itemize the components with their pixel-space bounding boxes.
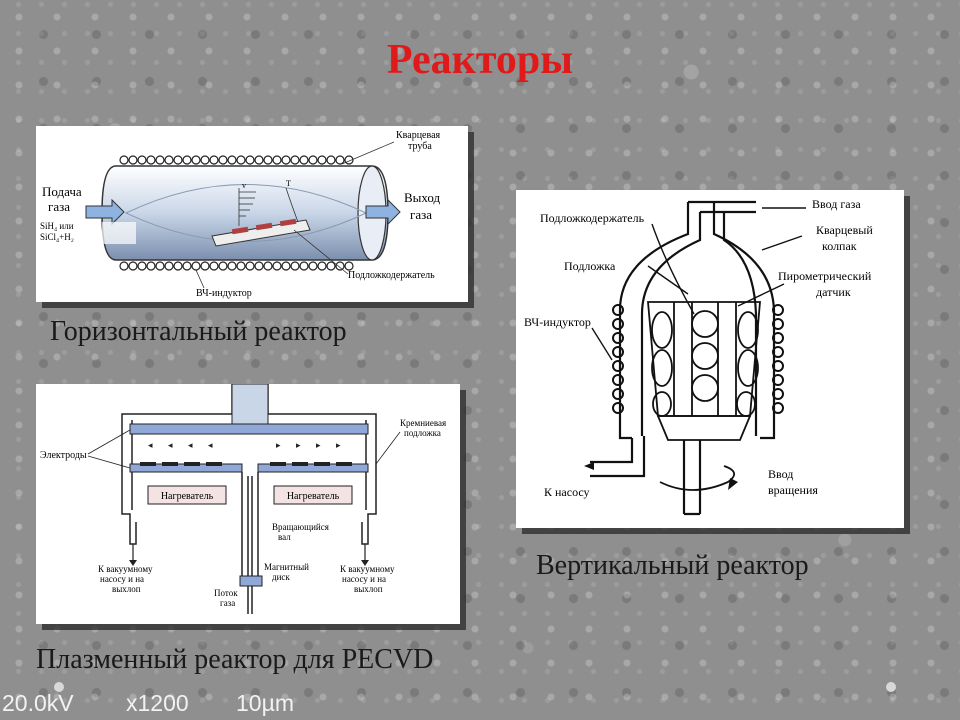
vacuum-pump-right-label-1: К вакуумному bbox=[340, 564, 395, 574]
electrodes-label: Электроды bbox=[40, 450, 87, 461]
magnetic-disk-label-2: диск bbox=[272, 572, 290, 582]
svg-text:◂: ◂ bbox=[168, 440, 173, 450]
vertical-reactor-panel: Ввод газа Подложкодержатель Кварцевый ко… bbox=[516, 190, 904, 528]
plasma-reactor-panel: ◂ ◂ ◂ ◂ ▸ ▸ ▸ ▸ Нагреватель Нагреватель Кремни… bbox=[36, 383, 460, 624]
substrate-holder-label: Подложкодержатель bbox=[348, 270, 435, 281]
vacuum-pump-left-label-2: насосу и на bbox=[100, 574, 144, 584]
svg-text:▸: ▸ bbox=[316, 440, 321, 450]
substrate-holder-label: Подложкодержатель bbox=[540, 211, 645, 225]
rotation-arrowhead bbox=[728, 478, 738, 490]
quartz-tube-label-2: труба bbox=[408, 141, 432, 152]
gas-inlet-label-1: Подача bbox=[42, 184, 82, 199]
heater-right bbox=[273, 485, 353, 505]
rf-coil-left bbox=[612, 304, 624, 414]
gas-flow-label-2: газа bbox=[220, 598, 235, 608]
svg-text:◂: ◂ bbox=[188, 440, 193, 450]
rotation-input-label-1: Ввод bbox=[768, 467, 793, 481]
velocity-label: v bbox=[242, 181, 246, 190]
pump-arrow-right bbox=[361, 560, 369, 566]
slide-title: Реакторы bbox=[386, 37, 574, 83]
vacuum-pump-left-label-3: выхлоп bbox=[112, 584, 141, 594]
svg-text:▸: ▸ bbox=[336, 440, 341, 450]
quartz-cap-label-2: колпак bbox=[822, 239, 857, 253]
susceptor bbox=[647, 301, 761, 441]
svg-text:◂: ◂ bbox=[208, 440, 213, 450]
vacuum-pump-right-label-3: выхлоп bbox=[354, 584, 383, 594]
velocity-profile bbox=[238, 187, 299, 226]
substrates bbox=[140, 462, 352, 466]
magnetic-disk bbox=[239, 575, 263, 587]
silicon-substrate-label-2: подложка bbox=[404, 428, 441, 438]
gas-mix-label-1: SiH₄ или bbox=[40, 221, 74, 231]
caption-horizontal: Горизонтальный реактор bbox=[50, 316, 347, 347]
rf-inductor-leader bbox=[195, 269, 205, 289]
electrodes-leader-2 bbox=[87, 455, 131, 469]
rotating-shaft bbox=[241, 472, 259, 614]
rf-coil-right bbox=[772, 304, 784, 414]
coil-bottom bbox=[119, 261, 354, 271]
pyrometric-sensor-label-1: Пирометрический bbox=[778, 269, 872, 283]
heater-left bbox=[147, 485, 227, 505]
caption-vertical: Вертикальный реактор bbox=[536, 550, 809, 581]
pump-arrows bbox=[132, 544, 366, 560]
flow-arrows: ◂ ◂ ◂ ◂ ▸ ▸ ▸ ▸ bbox=[148, 440, 341, 450]
gas-inlet-label-2: газа bbox=[48, 199, 70, 214]
bottom-electrode-right bbox=[257, 463, 369, 473]
svg-text:▸: ▸ bbox=[296, 440, 301, 450]
sem-dot-right bbox=[886, 682, 896, 692]
coil-top bbox=[119, 155, 354, 165]
svg-text:◂: ◂ bbox=[148, 440, 153, 450]
silicon-substrate-leader bbox=[375, 431, 401, 465]
gas-outlet-label-1: Выход bbox=[404, 190, 441, 205]
horizontal-reactor-diagram: v T Подача газа SiH₄ или SiCl₄+H₂ Выход … bbox=[40, 130, 441, 299]
gas-inlet-arrow bbox=[85, 198, 125, 226]
reactor-body bbox=[590, 200, 776, 516]
pump-arrow-left bbox=[129, 560, 137, 566]
electrodes-leader-1 bbox=[87, 429, 131, 455]
vacuum-pump-left-label-1: К вакуумному bbox=[98, 564, 153, 574]
substrate-holder bbox=[211, 218, 311, 247]
quartz-tube-leader bbox=[341, 141, 395, 165]
horizontal-reactor-panel: v T Подача газа SiH₄ или SiCl₄+H₂ Выход … bbox=[36, 126, 468, 302]
gas-outlet-arrow bbox=[365, 198, 401, 226]
sem-scale: 10µm bbox=[236, 690, 294, 716]
magnetic-disk-label-1: Магнитный bbox=[264, 562, 309, 572]
rotation-arrow bbox=[659, 465, 735, 491]
gas-mix-label-2: SiCl₄+H₂ bbox=[40, 232, 74, 242]
quartz-tube-label-1: Кварцевая bbox=[396, 130, 441, 141]
sem-info-bar: 20.0kV x1200 10µm bbox=[0, 686, 960, 720]
rotation-input-label-2: вращения bbox=[768, 483, 818, 497]
sem-dot-left bbox=[54, 682, 64, 692]
rf-inductor-label: ВЧ-индуктор bbox=[196, 288, 252, 299]
inlet-cap bbox=[102, 222, 136, 244]
sem-voltage: 20.0kV bbox=[2, 690, 74, 716]
substrate-label: Подложка bbox=[564, 259, 616, 273]
rf-inductor-label: ВЧ-индуктор bbox=[524, 315, 591, 329]
silicon-substrate-label-1: Кремниевая bbox=[400, 418, 446, 428]
gas-feed-pipe bbox=[231, 383, 269, 425]
temperature-label: T bbox=[286, 179, 291, 188]
substrate-holder-leader bbox=[293, 229, 349, 275]
gas-outlet-label-2: газа bbox=[410, 207, 432, 222]
to-pump-label: К насосу bbox=[544, 485, 590, 499]
vertical-reactor-diagram: Ввод газа Подложкодержатель Кварцевый ко… bbox=[524, 197, 873, 516]
rotating-shaft-label-1: Вращающийся bbox=[272, 522, 329, 532]
gas-inlet-label: Ввод газа bbox=[812, 197, 861, 211]
pyrometric-sensor-label-2: датчик bbox=[816, 285, 851, 299]
svg-text:▸: ▸ bbox=[276, 440, 281, 450]
plasma-reactor-diagram: ◂ ◂ ◂ ◂ ▸ ▸ ▸ ▸ Нагреватель Нагреватель Кремни… bbox=[40, 383, 446, 614]
rotating-shaft-label-2: вал bbox=[278, 532, 291, 542]
vacuum-pump-right-label-2: насосу и на bbox=[342, 574, 386, 584]
heater-right-label: Нагреватель bbox=[287, 491, 340, 502]
heater-left-label: Нагреватель bbox=[161, 491, 214, 502]
quartz-cap-label-1: Кварцевый bbox=[816, 223, 873, 237]
pump-arrowhead bbox=[584, 462, 594, 470]
leader-lines bbox=[591, 207, 806, 361]
top-electrode bbox=[129, 423, 369, 435]
caption-plasma: Плазменный реактор для PECVD bbox=[36, 644, 434, 675]
gas-flow-label-1: Поток bbox=[214, 588, 238, 598]
sem-magnification: x1200 bbox=[126, 690, 189, 716]
